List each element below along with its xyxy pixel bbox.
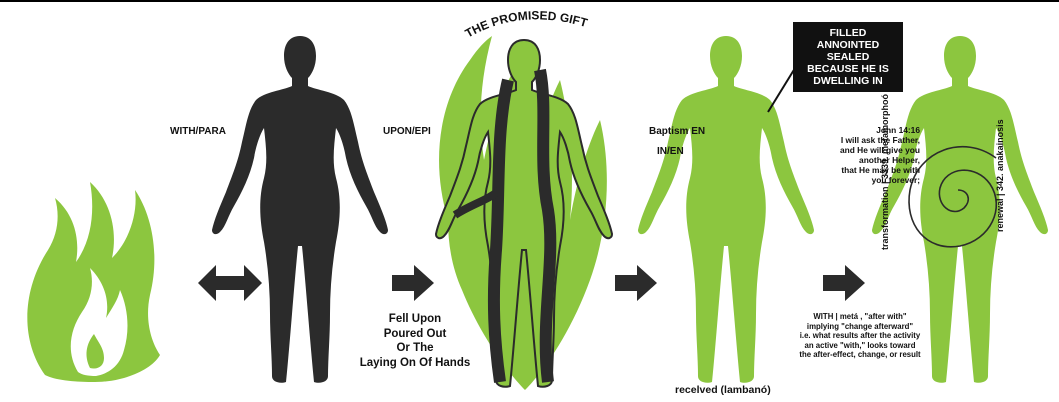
fell-upon-line: Fell Upon (330, 312, 500, 327)
in-en-label: IN/EN (657, 146, 684, 157)
meta-line: implying "change afterward" (770, 322, 950, 332)
verse-line: and He will give you (790, 145, 920, 155)
double-arrow-icon (198, 265, 262, 301)
meta-line: the after-effect, change, or result (770, 350, 950, 360)
verse-line: that He may be with (790, 165, 920, 175)
verse-line: John 14:16 (790, 125, 920, 135)
callout-box: FILLED ANNOINTED SEALED BECAUSE HE IS DW… (793, 22, 903, 92)
verse-line: another Helper, (790, 155, 920, 165)
promised-gift-title-text: THE PROMISED GIFT (463, 8, 590, 40)
verse-line: I will ask the Father, (790, 135, 920, 145)
promised-gift-title: THE PROMISED GIFT (463, 8, 590, 40)
with-para-label: WITH/PARA (170, 126, 226, 137)
arrow-right-icon (615, 265, 657, 301)
callout-line: ANNOINTED (793, 39, 903, 51)
callout-line: DWELLING IN (793, 75, 903, 87)
callout-line: FILLED (793, 27, 903, 39)
meta-explanation: WITH | metá , "after with" implying "cha… (770, 312, 950, 360)
fell-upon-text: Fell Upon Poured Out Or The Laying On Of… (330, 312, 500, 370)
transformation-vertical-label: transformation | 3339. metamorphoó (880, 94, 890, 250)
received-label: recelved (lambanó) (675, 384, 771, 396)
meta-line: WITH | metá , "after with" (770, 312, 950, 322)
callout-line: SEALED (793, 51, 903, 63)
renewal-vertical-label: renewal | 342. anakainosis (995, 119, 1005, 232)
fire-icon (27, 182, 160, 382)
verse-line: you forever; (790, 175, 920, 185)
meta-line: i.e. what results after the activity (770, 331, 950, 341)
upon-epi-label: UPON/EPI (383, 126, 431, 137)
meta-line: an active "with," looks toward (770, 341, 950, 351)
callout-line: BECAUSE HE IS (793, 63, 903, 75)
fell-upon-line: Or The (330, 341, 500, 356)
baptism-en-label: Baptism EN (649, 126, 705, 137)
arrow-right-icon (392, 265, 434, 301)
john-verse: John 14:16 I will ask the Father, and He… (790, 125, 920, 185)
fell-upon-line: Laying On Of Hands (330, 356, 500, 371)
fell-upon-line: Poured Out (330, 327, 500, 342)
arrow-right-icon (823, 265, 865, 301)
